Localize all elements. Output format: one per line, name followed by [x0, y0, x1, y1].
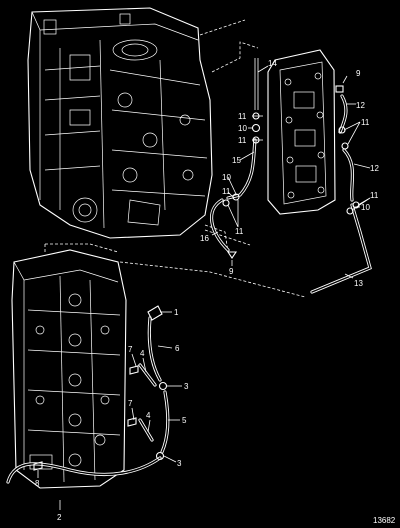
- hose-part-2: [6, 456, 162, 484]
- callout-8: 8: [35, 479, 40, 488]
- callout-11-b: 11: [238, 136, 247, 145]
- hose-part-6: [147, 316, 162, 382]
- callout-2: 2: [57, 513, 62, 522]
- hose-part-16: [209, 198, 230, 252]
- callout-10-c: 10: [361, 203, 370, 212]
- hose-part-13: [310, 203, 372, 294]
- leader-lines: [37, 65, 371, 510]
- callout-15: 15: [232, 156, 241, 165]
- callout-13: 13: [354, 279, 363, 288]
- fittings: [33, 85, 360, 471]
- hose-part-15: [226, 138, 257, 200]
- callout-16: 16: [200, 234, 209, 243]
- callout-12-lower: 12: [370, 164, 379, 173]
- callout-4-lower: 4: [146, 411, 151, 420]
- callout-5: 5: [182, 416, 187, 425]
- callout-10-b: 10: [222, 173, 231, 182]
- callout-6: 6: [175, 344, 180, 353]
- hose-part-4: [138, 363, 157, 442]
- callout-11-c: 11: [361, 118, 370, 127]
- callout-1: 1: [174, 308, 179, 317]
- assembly-dashed-lines: [44, 19, 306, 298]
- callout-3-upper: 3: [184, 382, 189, 391]
- figure-number: 13682: [373, 516, 396, 525]
- callout-11-d: 11: [222, 187, 231, 196]
- callout-11-e: 11: [370, 191, 379, 200]
- callout-labels: 14 9 12 11 10 11 11 15 12 10 11 11 10 11…: [35, 59, 379, 522]
- cylinder-block-upper: [27, 7, 213, 239]
- callout-9: 9: [356, 69, 361, 78]
- hose-part-12: [338, 94, 355, 202]
- callout-7-upper: 7: [128, 345, 133, 354]
- callout-9-lower: 9: [229, 267, 234, 276]
- callout-11-f: 11: [235, 227, 244, 236]
- callout-10-a: 10: [238, 124, 247, 133]
- callout-11-a: 11: [238, 112, 247, 121]
- callout-14: 14: [268, 59, 277, 68]
- callout-7-lower: 7: [128, 399, 133, 408]
- cylinder-block-lower: [11, 249, 127, 489]
- callout-3-lower: 3: [177, 459, 182, 468]
- callout-4-upper: 4: [140, 349, 145, 358]
- callout-12-upper: 12: [356, 101, 365, 110]
- cover-plate: [267, 49, 336, 215]
- hose-part-5: [160, 390, 170, 454]
- hose-part-14: [254, 58, 259, 110]
